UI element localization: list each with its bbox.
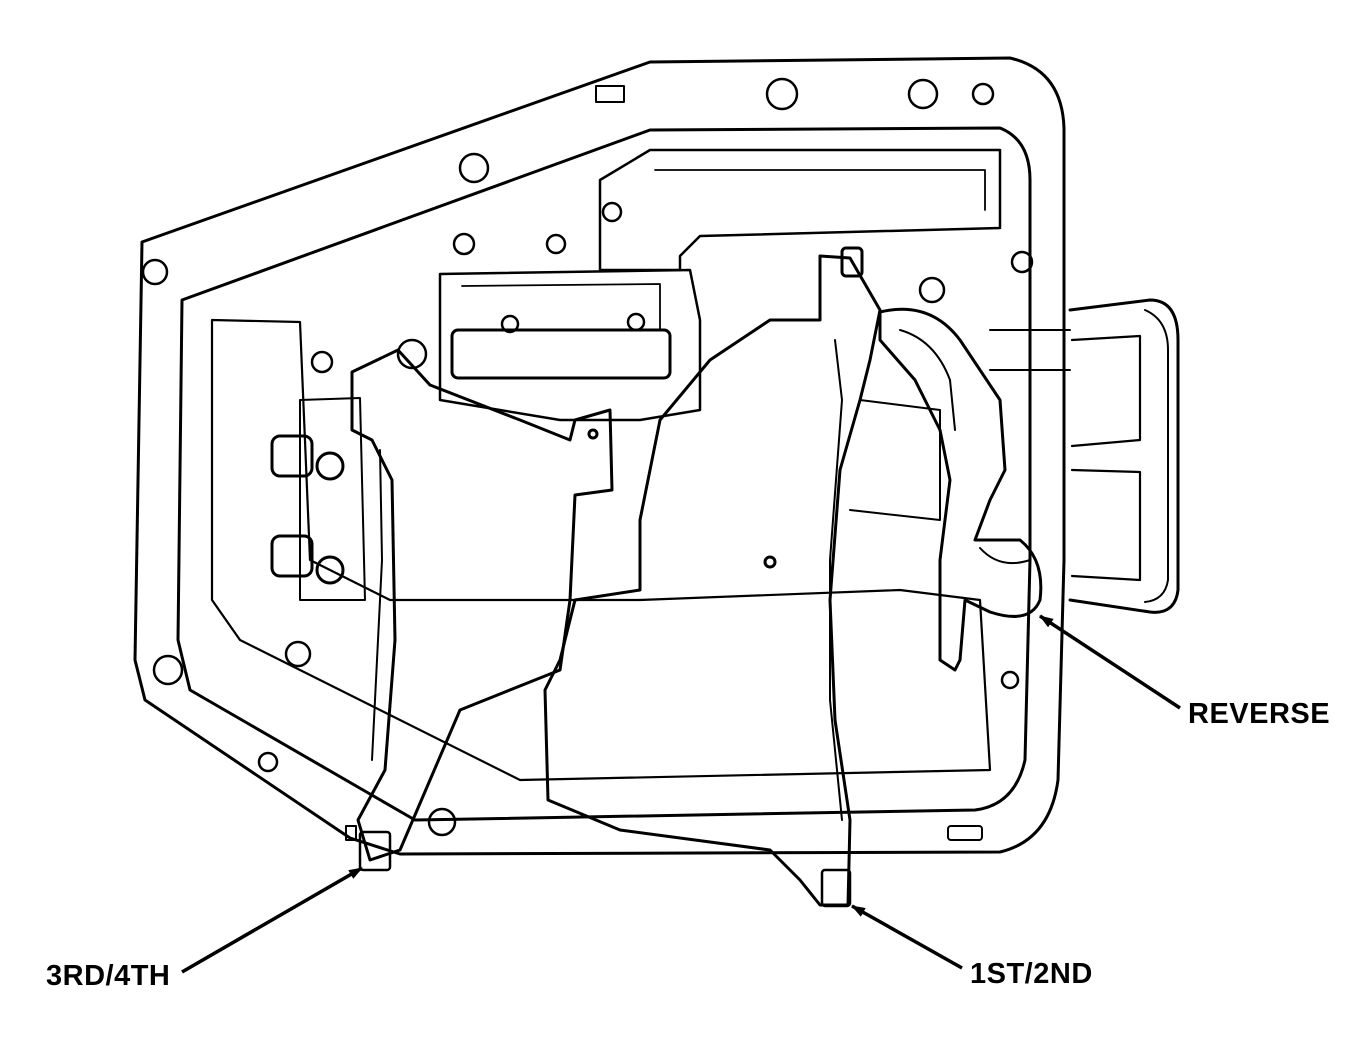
output-housing [1068, 298, 1180, 614]
callout-label-3rd-4th: 3RD/4TH [46, 960, 171, 992]
case-floor [210, 318, 992, 782]
callout-label-reverse: REVERSE [1188, 698, 1331, 730]
arrow-3rd-4th [181, 866, 363, 974]
bolt-holes [141, 77, 1034, 837]
case-outer-flange [133, 56, 1066, 856]
fork-3rd-4th [350, 348, 614, 862]
callout-arrows [181, 614, 1181, 974]
arrow-reverse [1039, 614, 1181, 710]
callout-label-1st-2nd: 1ST/2ND [970, 958, 1093, 990]
case-inner-rim [176, 126, 1032, 822]
upper-boss [598, 148, 1002, 272]
central-housing [438, 268, 702, 422]
left-rail-ends [270, 397, 366, 601]
arrow-1st-2nd [851, 904, 963, 970]
fork-reverse [878, 307, 1043, 672]
